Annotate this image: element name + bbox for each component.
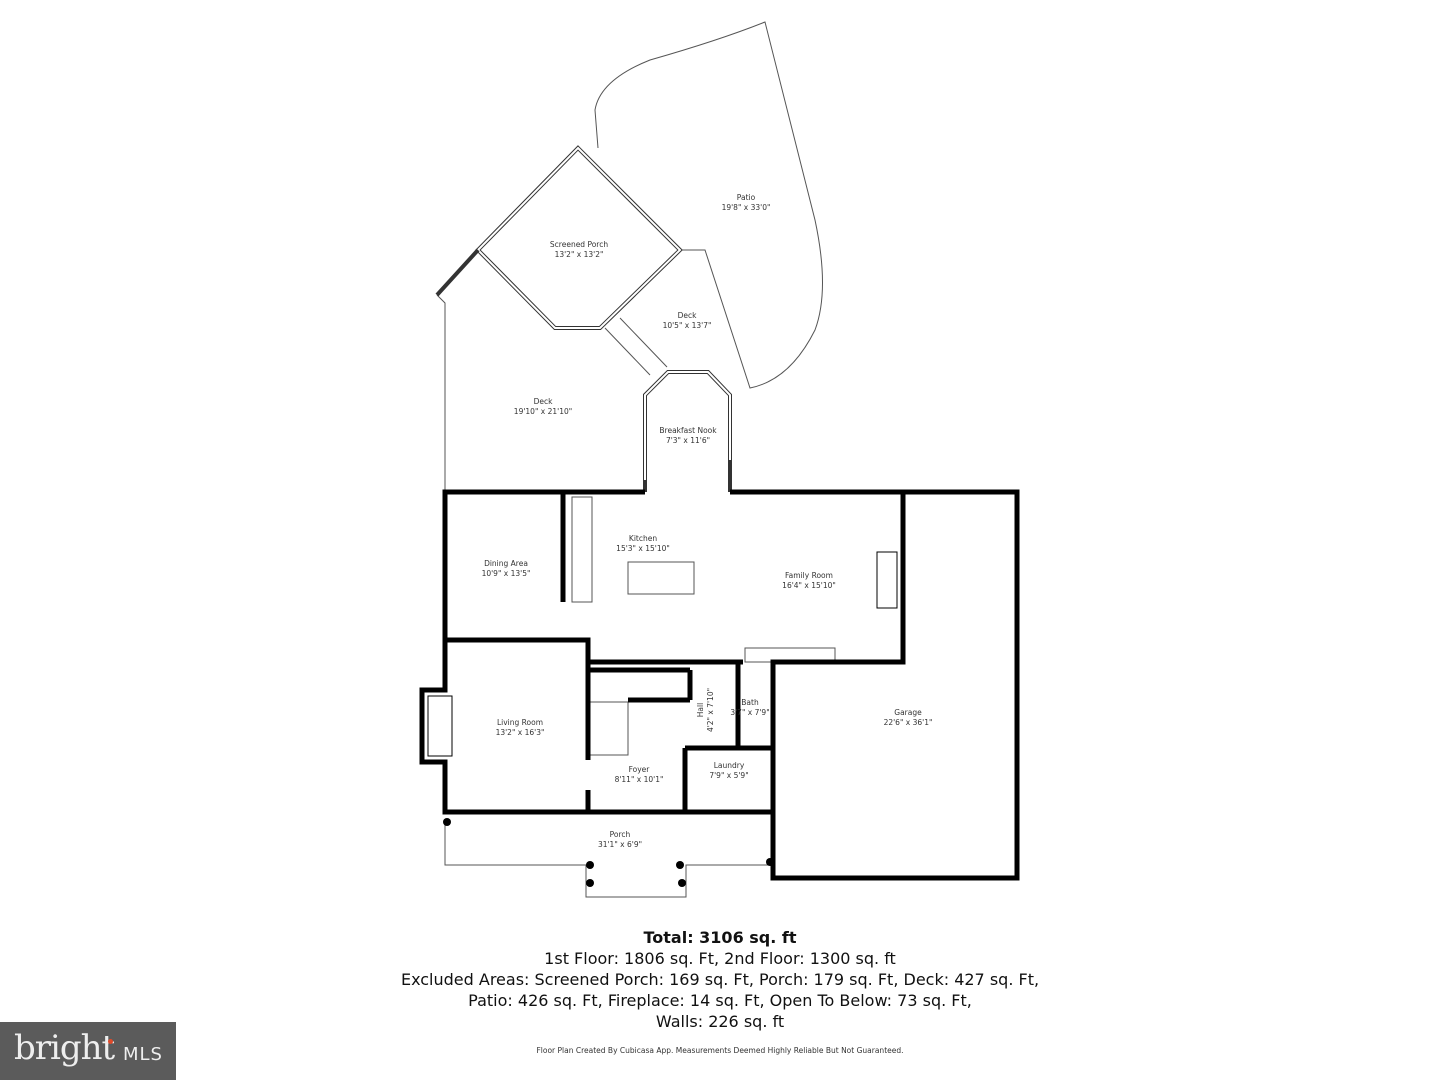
total-area: Total: 3106 sq. ft	[643, 928, 797, 947]
room-dims: 4'2" x 7'10"	[706, 687, 715, 733]
excluded-areas-1: Excluded Areas: Screened Porch: 169 sq. …	[400, 970, 1040, 989]
room-name: Patio	[736, 193, 756, 202]
room-dims: 10'9" x 13'5"	[481, 569, 531, 578]
room-name: Laundry	[713, 761, 745, 770]
room-name: Deck	[677, 311, 697, 320]
room-dims: 13'2" x 16'3"	[495, 728, 545, 737]
room-name: Dining Area	[484, 559, 528, 568]
room-name: Foyer	[628, 765, 650, 774]
patio-outline	[594, 21, 823, 389]
bright-mls-logo: bright MLS	[0, 1022, 176, 1080]
exterior-walls	[419, 489, 1020, 881]
room-dims: 22'6" x 36'1"	[883, 718, 933, 727]
room-dims: 19'8" x 33'0"	[721, 203, 771, 212]
deck-stair	[604, 317, 668, 376]
logo-accent-dot	[108, 1039, 113, 1044]
room-dims: 7'3" x 11'6"	[665, 436, 711, 445]
logo-wordmark: bright	[14, 1028, 115, 1068]
room-name: Breakfast Nook	[659, 426, 717, 435]
kitchen-island	[627, 561, 695, 595]
room-dims: 7'9" x 5'9"	[709, 771, 749, 780]
credit-note: Floor Plan Created By Cubicasa App. Meas…	[536, 1046, 904, 1055]
screened-porch-walls	[475, 145, 683, 330]
excluded-areas-2: Patio: 426 sq. Ft, Fireplace: 14 sq. Ft,…	[468, 991, 972, 1010]
room-name: Living Room	[496, 718, 544, 727]
deck-large-outline	[436, 294, 446, 492]
room-dims: 19'10" x 21'10"	[513, 407, 573, 416]
living-fireplace	[427, 695, 453, 757]
porch-outline	[444, 822, 773, 898]
room-name: Bath	[741, 698, 759, 707]
room-dims: 15'3" x 15'10"	[616, 544, 670, 553]
walls-area: Walls: 226 sq. ft	[655, 1012, 785, 1031]
interior-walls	[445, 492, 906, 812]
family-fireplace	[876, 551, 898, 609]
room-name: Family Room	[785, 571, 833, 580]
area-summary: Total: 3106 sq. ft 1st Floor: 1806 sq. F…	[0, 928, 1440, 1032]
porch-columns	[443, 818, 774, 887]
floor-areas: 1st Floor: 1806 sq. Ft, 2nd Floor: 1300 …	[544, 949, 896, 968]
room-dims: 16'4" x 15'10"	[782, 581, 836, 590]
room-dims: 3'7" x 7'9"	[730, 708, 770, 717]
room-name: Screened Porch	[549, 240, 609, 249]
room-dims: 31'1" x 6'9"	[597, 840, 643, 849]
room-name: Garage	[894, 708, 922, 717]
room-name: Hall	[696, 702, 705, 718]
room-name: Kitchen	[628, 534, 658, 543]
room-dims: 10'5" x 13'7"	[662, 321, 712, 330]
kitchen-counter	[571, 496, 593, 603]
room-dims: 13'2" x 13'2"	[554, 250, 604, 259]
stairs	[589, 701, 629, 756]
room-name: Deck	[533, 397, 553, 406]
room-dims: 8'11" x 10'1"	[614, 775, 664, 784]
room-name: Porch	[609, 830, 631, 839]
logo-suffix: MLS	[123, 1044, 163, 1065]
